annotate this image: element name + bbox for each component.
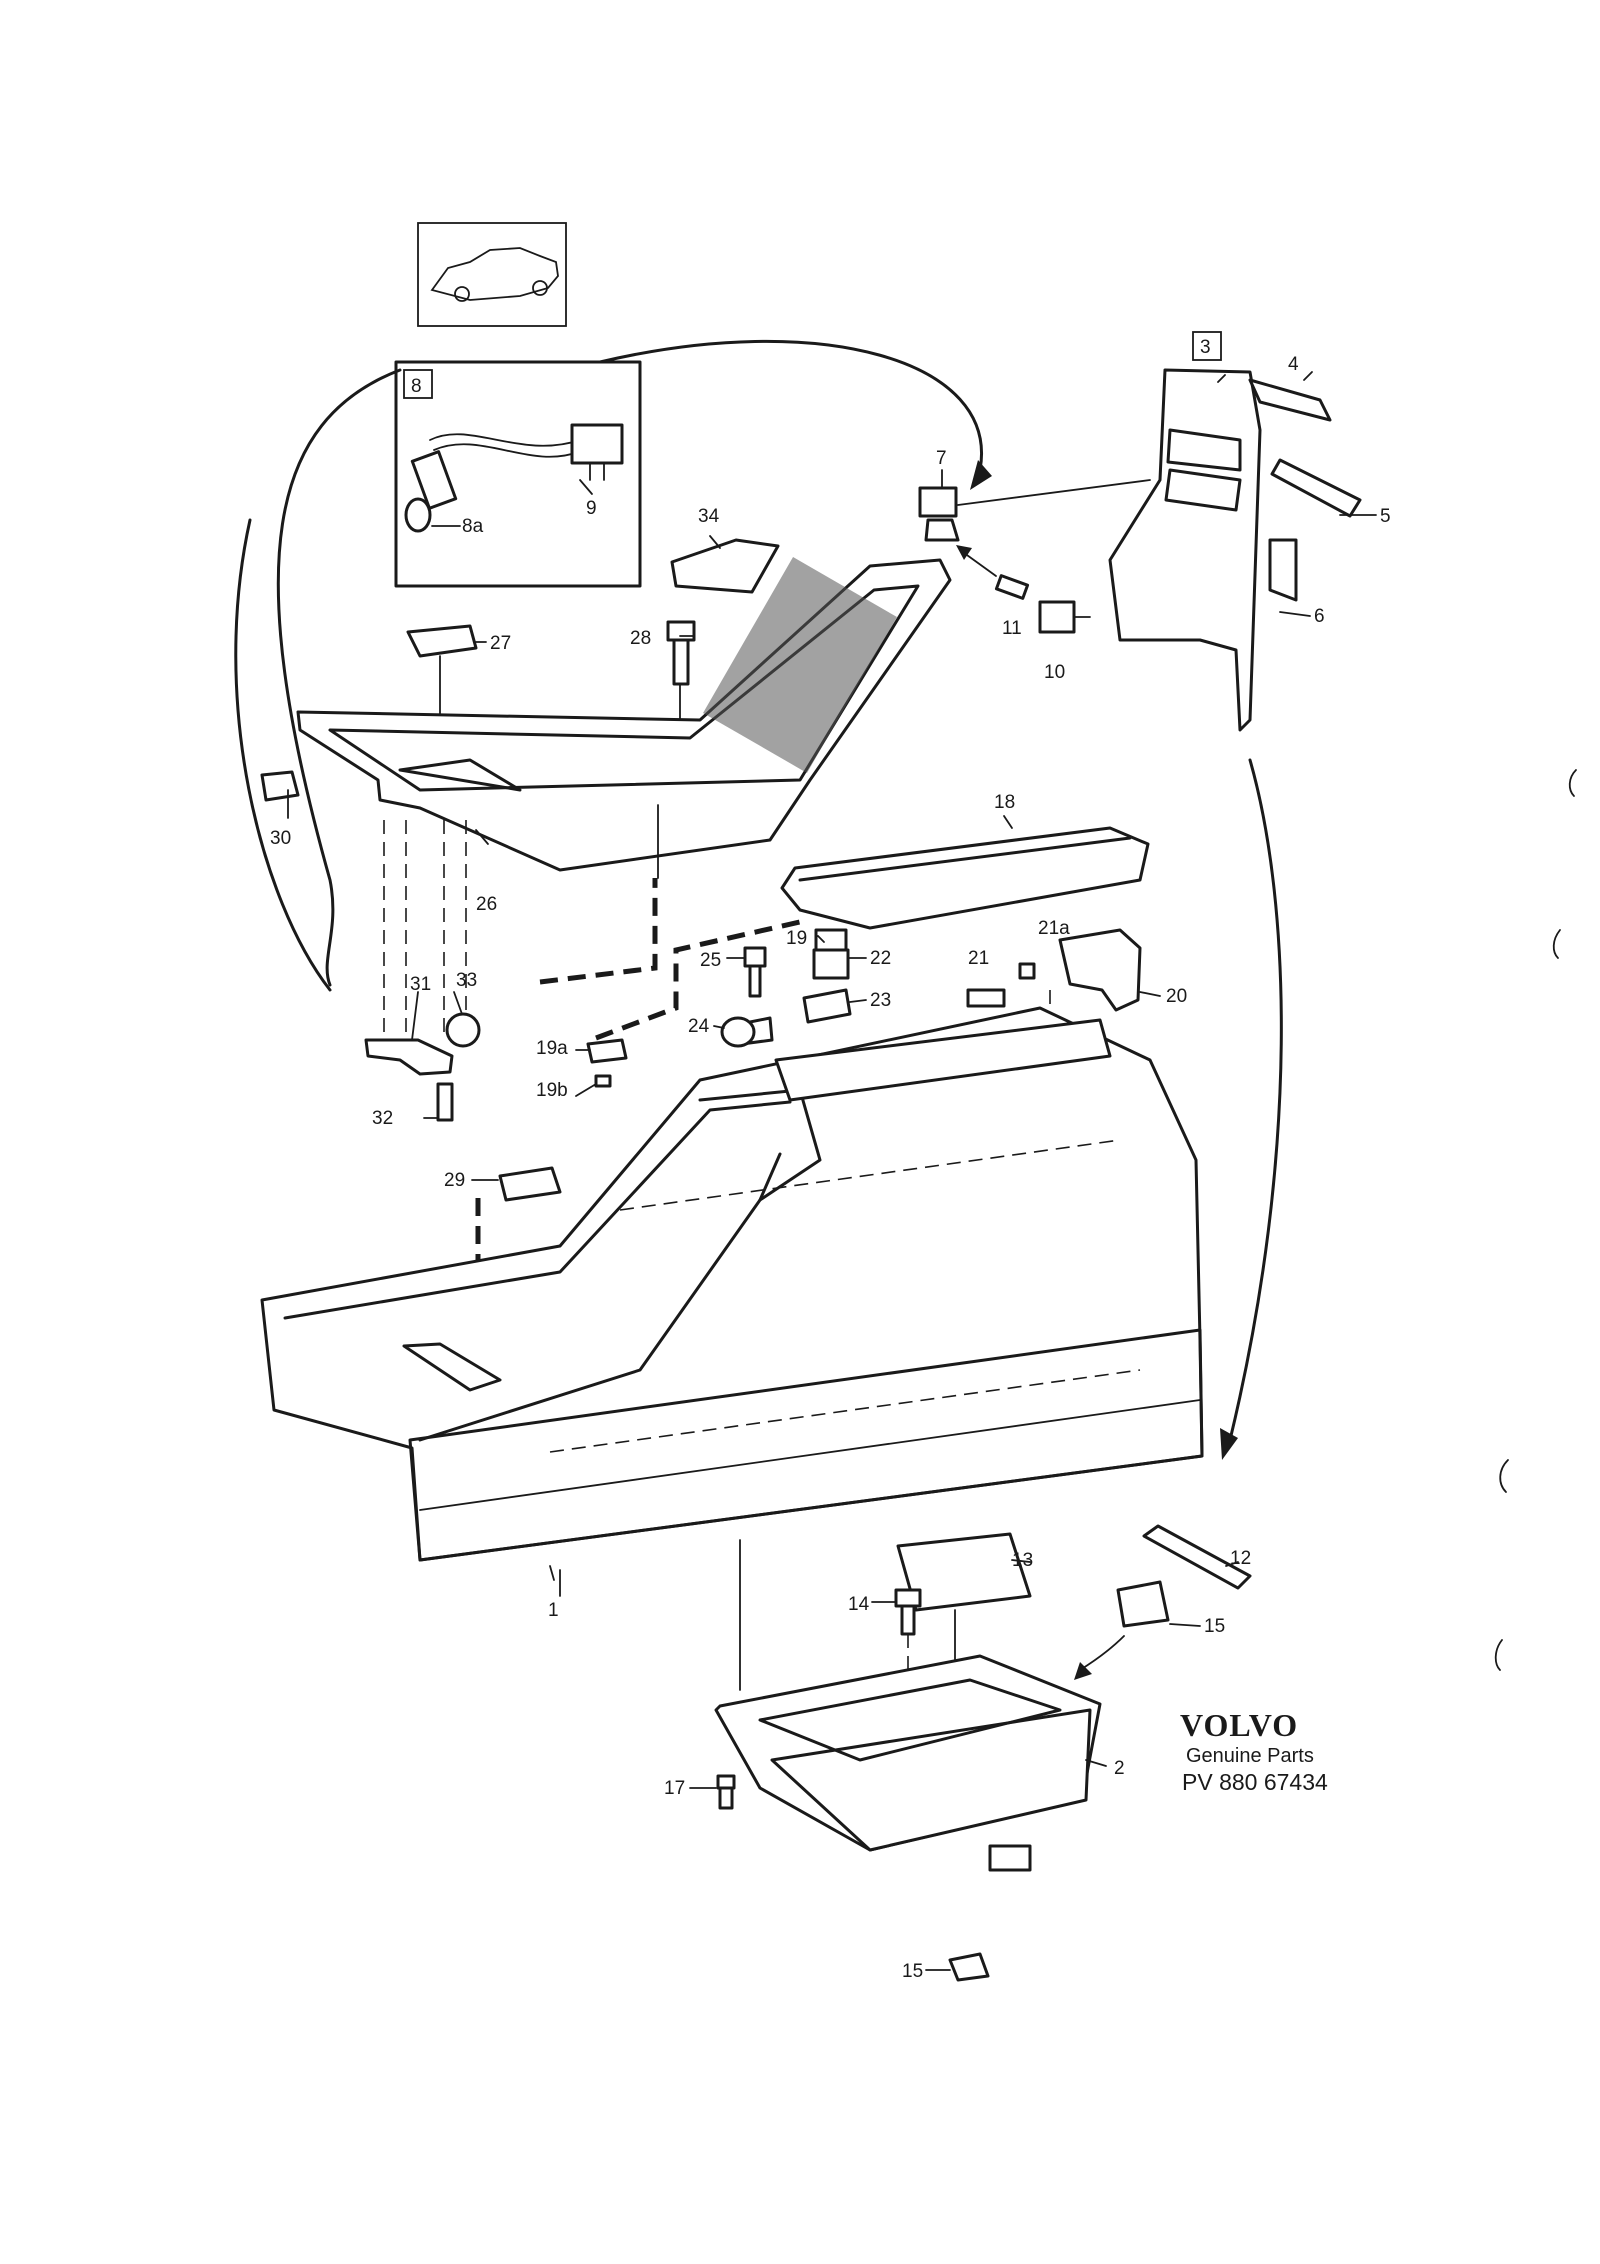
callout-34: 34 — [698, 506, 720, 527]
assembly-3 — [1108, 331, 1362, 732]
armrest-18 — [780, 826, 1150, 930]
part-29 — [498, 1166, 562, 1202]
callout-19b: 19b — [536, 1080, 568, 1101]
callout-20: 20 — [1166, 986, 1187, 1007]
callout-7: 7 — [936, 448, 947, 469]
callout-14: 14 — [848, 1594, 870, 1615]
part-7 — [918, 479, 1151, 542]
callout-19a: 19a — [536, 1038, 568, 1059]
part-10 — [1038, 600, 1091, 634]
callout-25: 25 — [700, 950, 721, 971]
callout-6: 6 — [1314, 606, 1325, 627]
callout-15-lower: 15 — [902, 1961, 923, 1982]
callout-3: 3 — [1200, 337, 1211, 358]
callout-5: 5 — [1380, 506, 1391, 527]
callout-28: 28 — [630, 628, 651, 649]
callout-21: 21 — [968, 948, 989, 969]
callout-33: 33 — [456, 970, 477, 991]
callout-labels: 1 2 3 4 5 6 7 8 8a 9 10 11 12 13 14 15 1… — [270, 337, 1391, 1982]
callout-2: 2 — [1114, 1758, 1125, 1779]
callout-32: 32 — [372, 1108, 393, 1129]
parts-31-33 — [364, 820, 481, 1122]
callout-13: 13 — [1012, 1550, 1033, 1571]
part-15-lower — [948, 1952, 990, 1982]
callout-19: 19 — [786, 928, 807, 949]
callout-15-upper: 15 — [1204, 1616, 1225, 1637]
callout-31: 31 — [410, 974, 431, 995]
curved-arrows — [234, 339, 1283, 1460]
part-11 — [956, 545, 1030, 600]
callout-26: 26 — [476, 894, 497, 915]
part-15-upper — [1074, 1580, 1170, 1680]
vehicle-thumbnail — [417, 222, 567, 327]
bracket-20 — [966, 928, 1142, 1050]
callout-30: 30 — [270, 828, 291, 849]
brand-name: VOLVO — [1180, 1707, 1298, 1743]
callout-21a: 21a — [1038, 918, 1070, 939]
callout-10: 10 — [1044, 662, 1065, 683]
callout-1: 1 — [548, 1600, 559, 1621]
main-console-1 — [260, 1006, 1204, 1691]
upper-console-26 — [296, 557, 952, 872]
callout-29: 29 — [444, 1170, 465, 1191]
brand-subtitle: Genuine Parts — [1186, 1745, 1314, 1767]
part-30 — [260, 770, 300, 802]
callout-8: 8 — [411, 376, 422, 397]
callout-18: 18 — [994, 792, 1015, 813]
callout-11: 11 — [1002, 618, 1022, 639]
hinge-parts — [586, 928, 852, 1088]
callout-22: 22 — [870, 948, 891, 969]
catalog-code: PV 880 67434 — [1182, 1769, 1328, 1795]
callout-27: 27 — [490, 633, 511, 654]
leader-lines — [287, 371, 1377, 1971]
inset-8 — [394, 360, 642, 588]
callout-17: 17 — [664, 1778, 685, 1799]
callout-8a: 8a — [462, 516, 484, 537]
scan-marks — [1494, 769, 1577, 1671]
callout-23: 23 — [870, 990, 891, 1011]
callout-12: 12 — [1230, 1548, 1251, 1569]
brand-block: VOLVO Genuine Parts PV 880 67434 — [1180, 1707, 1328, 1795]
callout-4: 4 — [1288, 354, 1299, 375]
part-12 — [1142, 1524, 1252, 1590]
part-34 — [670, 538, 780, 594]
storage-bin-2 — [714, 1654, 1102, 1872]
callout-24: 24 — [688, 1016, 710, 1037]
callout-9: 9 — [586, 498, 597, 519]
